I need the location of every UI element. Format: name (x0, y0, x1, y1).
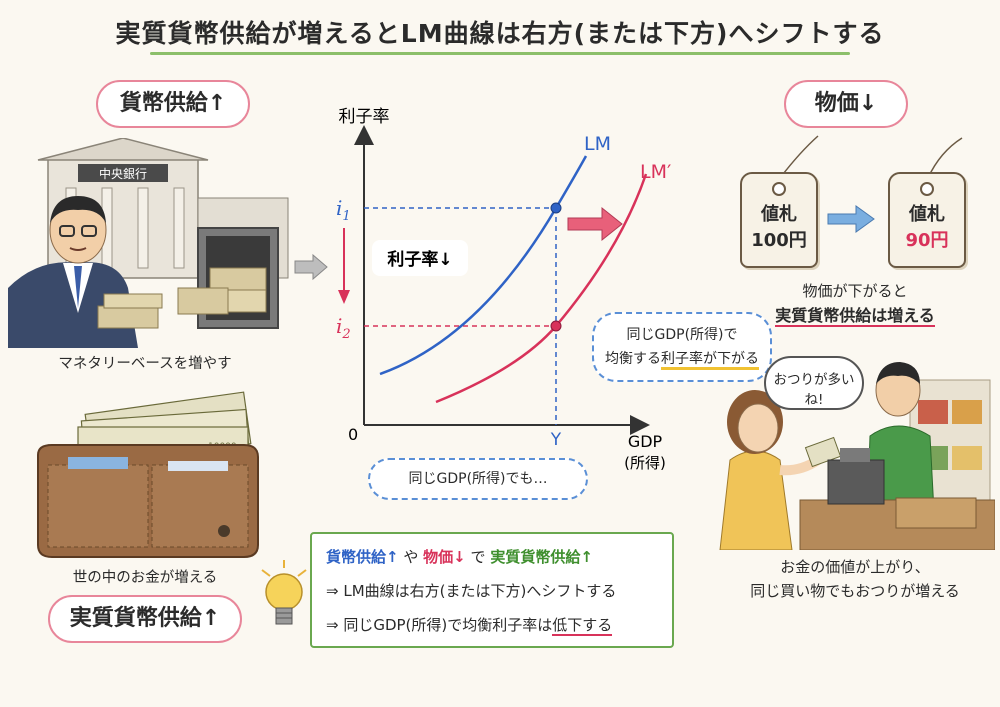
bank-sign: 中央銀行 (99, 166, 147, 181)
rate-falls-cloud: 同じGDP(所得)で 均衡する利子率が下がる (592, 312, 772, 382)
y-label: Y (550, 430, 562, 450)
rate-down-label: 利子率↓ (387, 249, 452, 270)
lm-graph: 利子率 0 GDP (所得) i1 i2 Y LM LM′ 利子率↓ (336, 107, 671, 472)
origin-label: 0 (348, 425, 358, 444)
summary-line-3: ⇒ 同じGDP(所得)で均衡利子率は低下する (326, 616, 613, 636)
price-tag-90-label: 値札 (909, 204, 945, 225)
price-tag-100-price: 100円 (751, 230, 807, 251)
real-money-supply-up-bubble: 実質貨幣供給↑ (48, 595, 242, 643)
shop-caption-1: お金の価値が上がり、 (780, 558, 930, 576)
lm-curve-label: LM (584, 133, 611, 155)
price-tag-90-price: 90円 (905, 230, 949, 251)
lightbulb-icon (261, 560, 307, 625)
price-caption-1: 物価が下がると (802, 282, 908, 300)
same-gdp-cloud-text: 同じGDP(所得)でも… (408, 471, 548, 487)
x-axis-label: GDP (628, 432, 663, 451)
x-axis-sublabel: (所得) (624, 454, 666, 472)
money-supply-up-bubble: 貨幣供給↑ (96, 80, 250, 128)
page-title: 実質貨幣供給が増えるとLM曲線は右方(または下方)へシフトする (115, 19, 885, 48)
speech-text: おつりが多いね! (773, 372, 855, 408)
rate-falls-line1: 同じGDP(所得)で (626, 327, 738, 343)
money-increase-caption: 世の中のお金が増える (72, 570, 218, 586)
shop-caption-2: 同じ買い物でもおつりが増える (750, 582, 960, 600)
price-tag-90: 値札 90円 (888, 172, 966, 268)
speech-bubble: おつりが多いね! (764, 356, 864, 410)
blue-arrow-icon (827, 205, 875, 233)
summary-box: 貨幣供給↑ や 物価↓ で 実質貨幣供給↑ ⇒ LM曲線は右方(または下方)へシ… (310, 532, 674, 648)
price-caption-2: 実質貨幣供給は増える (775, 306, 935, 327)
summary-line-2: ⇒ LM曲線は右方(または下方)へシフトする (326, 582, 617, 600)
shift-arrow-icon (567, 206, 623, 242)
price-tag-100: 値札 100円 (740, 172, 818, 268)
gray-arrow-icon (294, 253, 328, 281)
wallet-illustration: 10000 (37, 391, 259, 558)
shop-scene-illustration (719, 362, 995, 550)
title-underline (150, 52, 850, 55)
price-tag-100-label: 値札 (761, 204, 797, 225)
monetary-base-caption: マネタリーベースを増やす (58, 356, 232, 372)
lm-curve (379, 155, 588, 376)
price-down-bubble: 物価↓ (784, 80, 908, 128)
lm-prime-curve-label: LM′ (640, 161, 671, 183)
summary-line-1: 貨幣供給↑ や 物価↓ で 実質貨幣供給↑ (326, 548, 593, 566)
rate-falls-line2: 均衡する利子率が下がる (594, 348, 770, 370)
central-bank-illustration: 中央銀行 (8, 138, 289, 348)
equilibrium-point-1 (550, 202, 562, 214)
y-axis-label: 利子率 (339, 107, 390, 127)
same-gdp-cloud: 同じGDP(所得)でも… (368, 458, 588, 500)
equilibrium-point-2 (550, 320, 562, 332)
i1-label: i1 (336, 196, 351, 224)
i2-label: i2 (336, 314, 351, 342)
